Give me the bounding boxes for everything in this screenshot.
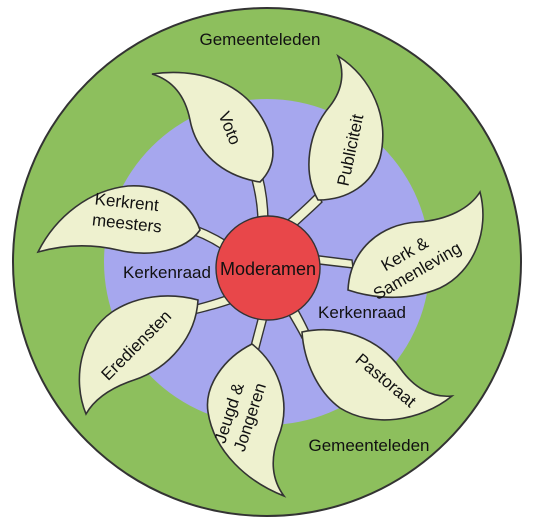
leaf-blade [206, 343, 287, 498]
center-label: Moderamen [220, 259, 316, 279]
leaf-blade [301, 328, 455, 421]
middle-ring-label-left: Kerkenraad [123, 263, 211, 282]
leaf-blade [78, 295, 199, 416]
center-circle [215, 215, 321, 321]
outer-ring-label-bottom: Gemeenteleden [309, 436, 430, 455]
outer-ring-label-top: Gemeenteleden [200, 30, 321, 49]
leaf-blade [347, 190, 484, 299]
leaf-blade [151, 71, 274, 183]
leaf-voto: Voto [151, 71, 274, 225]
leaf-blade [36, 185, 201, 254]
leaf-blade [308, 53, 384, 201]
middle-ring-label-right: Kerkenraad [318, 303, 406, 322]
